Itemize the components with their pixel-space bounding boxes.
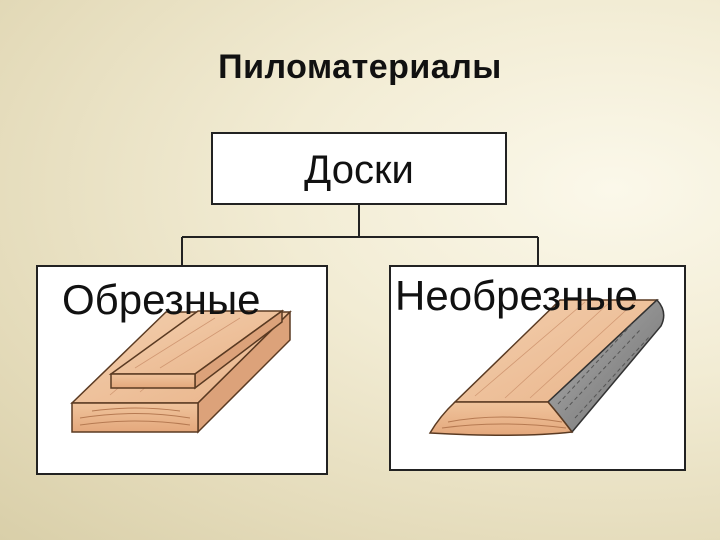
unedged-board-end bbox=[430, 402, 572, 435]
child-label-edged: Обрезные bbox=[62, 276, 261, 324]
edged-boards-illustration bbox=[72, 311, 290, 432]
upper-board-end bbox=[111, 374, 195, 388]
lower-board-end bbox=[72, 403, 198, 432]
child-label-unedged: Необрезные bbox=[395, 272, 638, 320]
unedged-board-illustration bbox=[430, 300, 664, 435]
